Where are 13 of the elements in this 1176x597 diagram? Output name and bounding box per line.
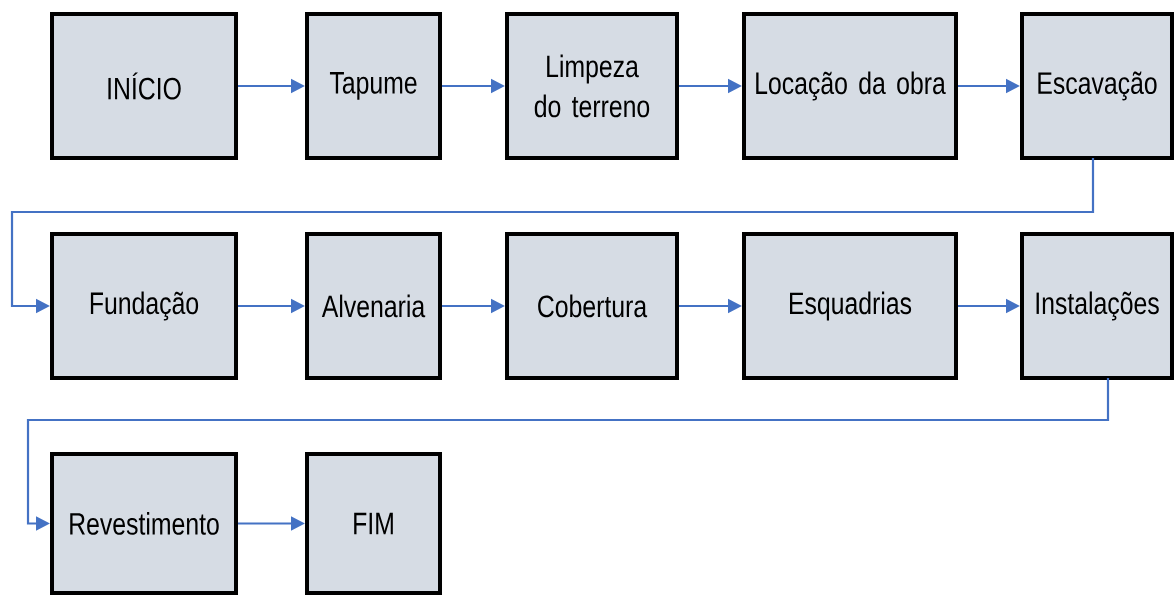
process-box: FIM — [305, 452, 442, 595]
process-box: Escavação — [1020, 12, 1174, 160]
process-box: Limpeza do terreno — [505, 12, 679, 160]
process-box: Alvenaria — [305, 232, 442, 380]
process-box: Instalações — [1020, 232, 1174, 380]
process-box: INÍCIO — [50, 12, 238, 160]
process-box: Cobertura — [505, 232, 679, 380]
process-box: Tapume — [305, 12, 442, 160]
process-box: Esquadrias — [742, 232, 958, 380]
process-box: Locação da obra — [742, 12, 958, 160]
process-box: Fundação — [50, 232, 238, 380]
arrow — [26, 378, 1110, 531]
process-box: Revestimento — [50, 452, 238, 595]
